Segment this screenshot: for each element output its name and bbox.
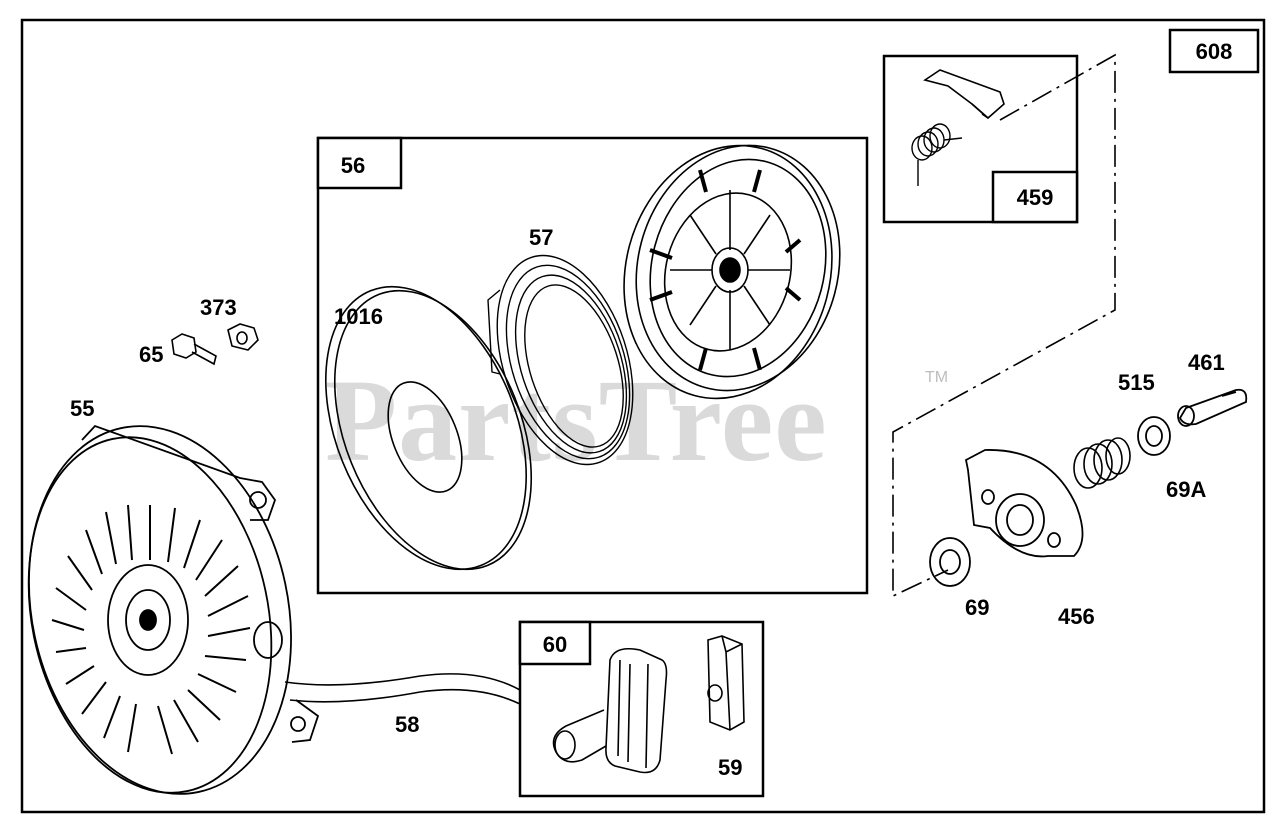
assembly-leader-line (892, 53, 1116, 598)
part-59-insert-icon[interactable] (707, 635, 745, 731)
part-461-label: 461 (1188, 350, 1225, 375)
part-1016-label: 1016 (334, 304, 383, 329)
part-55-label: 55 (70, 396, 94, 421)
part-65-label: 65 (139, 342, 163, 367)
assembly-number-box: 608 (1168, 28, 1260, 74)
part-515-washer[interactable] (1137, 416, 1171, 456)
part-57-label: 57 (529, 225, 553, 250)
pawl-icon[interactable] (923, 69, 1005, 120)
group-60-box[interactable]: 60 (518, 620, 765, 798)
part-69-label: 69 (965, 595, 989, 620)
part-69-washer[interactable] (929, 537, 971, 587)
part-58-label: 58 (395, 712, 419, 737)
group-56-label: 56 (341, 153, 365, 178)
watermark-trademark: TM (925, 369, 948, 386)
group-60-label: 60 (543, 632, 567, 657)
part-461-pin[interactable] (1177, 388, 1248, 427)
part-65-bolt-icon[interactable] (171, 333, 217, 366)
group-459-label: 459 (1017, 185, 1054, 210)
pawl-spring-icon[interactable] (911, 123, 963, 186)
watermark: PartsTree (325, 355, 828, 486)
part-456-label: 456 (1058, 604, 1095, 629)
starter-handle-icon[interactable] (552, 647, 668, 774)
part-373-nut-icon[interactable] (227, 323, 259, 351)
part-58-rope[interactable] (284, 673, 521, 691)
part-59-label: 59 (718, 755, 742, 780)
outer-frame (20, 18, 1266, 814)
part-69a-label: 69A (1166, 477, 1206, 502)
part-515-label: 515 (1118, 370, 1155, 395)
part-55-housing[interactable] (0, 401, 324, 818)
part-1016-plate[interactable] (287, 257, 569, 599)
part-373-label: 373 (200, 295, 237, 320)
group-56-box[interactable]: 56 (316, 136, 869, 595)
group-459-box[interactable]: 459 (882, 54, 1079, 224)
retainer-spring[interactable] (1073, 437, 1131, 489)
part-456-retainer[interactable] (964, 449, 1084, 558)
part-57-spring[interactable] (473, 238, 658, 482)
pulley[interactable] (596, 122, 866, 422)
assembly-number-label: 608 (1196, 39, 1233, 64)
part-58-rope-edge (289, 688, 521, 705)
housing-fins (51, 504, 251, 755)
